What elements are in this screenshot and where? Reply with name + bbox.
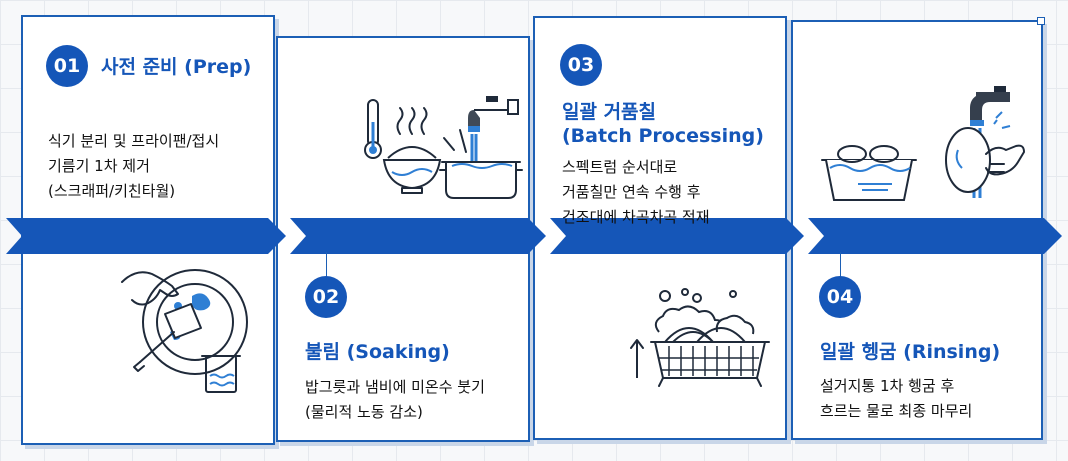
step-4-desc-line: 설거지통 1차 헹굼 후 (820, 377, 955, 395)
step-3-desc-line: 건조대에 차곡차곡 적재 (562, 208, 710, 226)
step-1-number-badge: 01 (46, 45, 88, 87)
step-2-description: 밥그릇과 냄비에 미온수 붓기 (물리적 노동 감소) (305, 375, 485, 425)
step-4-desc-line: 흐르는 물로 최종 마무리 (820, 402, 973, 420)
step-3-description: 스펙트럼 순서대로 거품칠만 연속 수행 후 건조대에 차곡차곡 적재 (562, 155, 710, 230)
step-1-title: 사전 준비 (Prep) (101, 56, 252, 78)
connector-4 (840, 252, 841, 278)
step-1-description: 식기 분리 및 프라이팬/접시 기름기 1차 제거 (스크래퍼/키친타월) (48, 129, 219, 204)
step-1-desc-line: 식기 분리 및 프라이팬/접시 (48, 132, 220, 150)
step-2-desc-line: (물리적 노동 감소) (305, 403, 423, 421)
step-4-description: 설거지통 1차 헹굼 후 흐르는 물로 최종 마무리 (820, 374, 972, 424)
step-2-number-badge: 02 (305, 276, 347, 318)
step-1-desc-line: (스크래퍼/키친타월) (48, 182, 176, 200)
timeline-arrow (6, 218, 1062, 254)
rinsing-tap-icon (821, 86, 1025, 201)
connector-2 (326, 252, 327, 278)
step-3-desc-line: 스펙트럼 순서대로 (562, 158, 678, 176)
soaking-pot-icon (364, 96, 523, 199)
step-3-title-line-2: (Batch Processing) (562, 125, 764, 147)
step-3-number-badge: 03 (560, 44, 602, 86)
step-3-title-line-1: 일괄 거품칠 (562, 101, 657, 123)
step-2-desc-line: 밥그릇과 냄비에 미온수 붓기 (305, 378, 485, 396)
step-1-desc-line: 기름기 1차 제거 (48, 157, 150, 175)
step-2-title: 불림 (Soaking) (305, 341, 450, 363)
step-3-desc-line: 거품칠만 연속 수행 후 (562, 183, 701, 201)
corner-handle (1037, 17, 1045, 25)
foamy-dish-rack-icon (630, 288, 770, 387)
scraping-plate-icon (121, 269, 248, 393)
step-4-number-badge: 04 (819, 276, 861, 318)
step-4-title: 일괄 헹굼 (Rinsing) (820, 341, 1001, 363)
